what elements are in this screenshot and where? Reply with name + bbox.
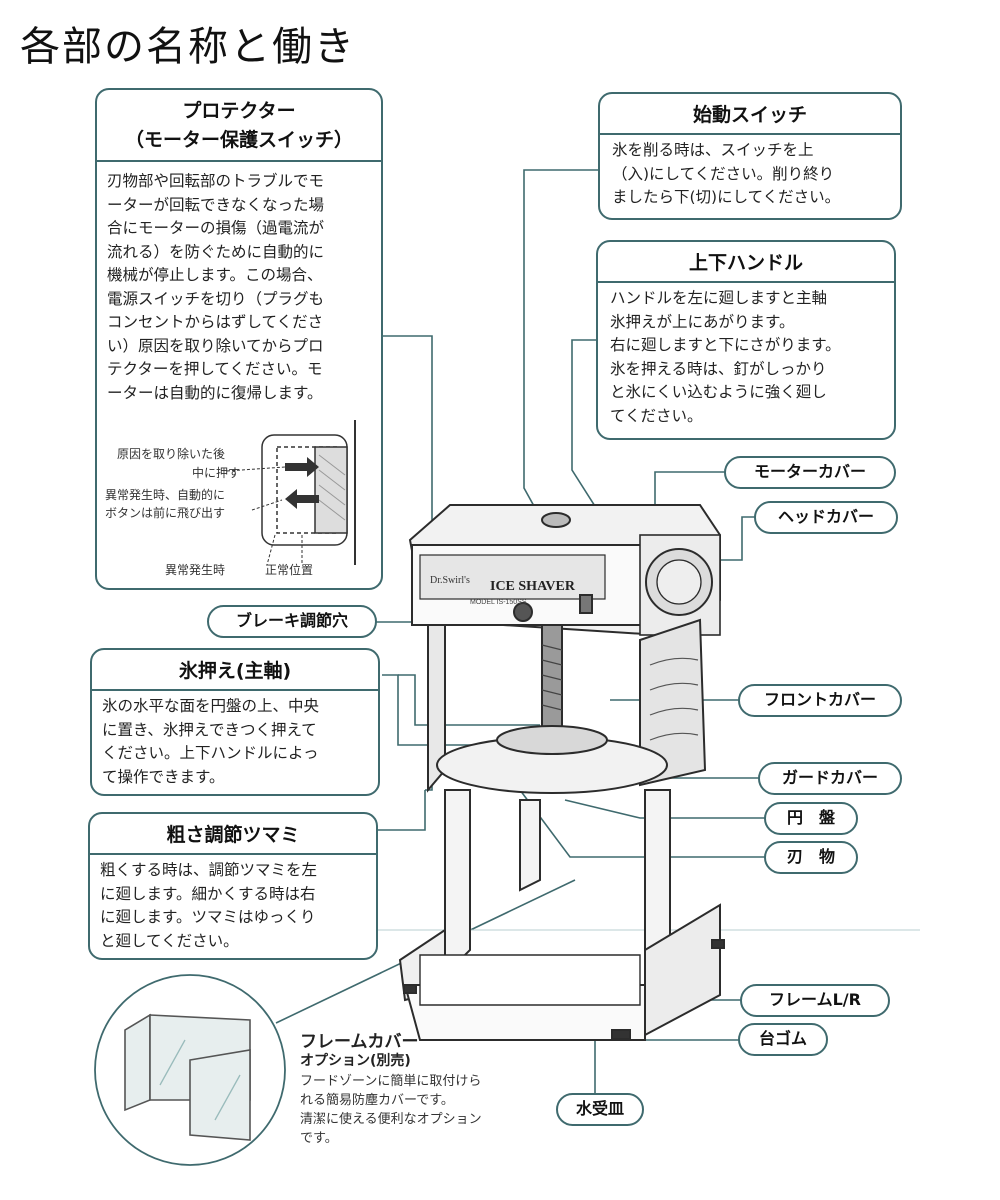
machine-model: MODEL IS-150SS <box>470 599 527 606</box>
start-switch-title: 始動スイッチ <box>692 104 807 126</box>
protector-line: コンセントからはずしてくださ <box>107 313 324 331</box>
handle-line: 右に廻しますと下にさがります。 <box>610 336 841 354</box>
handle-title: 上下ハンドル <box>688 252 803 274</box>
fig-label-abnormal: 異常発生時 <box>165 563 226 577</box>
protector-line: ーターが回転できなくなった場 <box>107 195 325 214</box>
label-guard-cover: ガードカバー <box>758 762 902 795</box>
page-title: 各部の名称と働き <box>20 24 356 70</box>
handle-line: ハンドルを左に廻しますと主軸 <box>610 289 828 307</box>
protector-title-1: プロテクター <box>182 100 296 122</box>
label-head-cover: ヘッドカバー <box>754 501 898 534</box>
frame-cover-text: フードゾーンに簡単に取付けら れる簡易防塵カバーです。 清潔に使える便利なオプシ… <box>300 1072 482 1148</box>
fig-label-push-1: 原因を取り除いた後 <box>117 447 226 461</box>
protector-line: 機械が停止します。この場合、 <box>107 266 323 284</box>
frame-cover-line: フードゾーンに簡単に取付けら <box>300 1074 482 1089</box>
start-switch-box: 始動スイッチ 氷を削る時は、スイッチを上 （入)にしてください。削り終り ました… <box>598 92 902 220</box>
ice-press-line: 氷の水平な面を円盤の上、中央 <box>102 697 320 715</box>
label-front-cover: フロントカバー <box>738 684 902 717</box>
coarse-knob-line: と廻してください。 <box>100 931 239 950</box>
leader-blade <box>519 789 766 858</box>
frame-cover-line: 清潔に使える便利なオプション <box>300 1112 482 1127</box>
protector-line: 刃物部や回転部のトラブルでモ <box>107 172 325 190</box>
label-frame-lr: フレームL/R <box>740 984 890 1017</box>
frame-cover-subtitle: オプション(別売) <box>300 1053 411 1069</box>
leader-head-cover <box>710 516 756 561</box>
label-disc: 円 盤 <box>764 802 858 835</box>
frame-cover-line: れる簡易防塵カバーです。 <box>300 1093 454 1108</box>
coarse-knob-title: 粗さ調節ツマミ <box>166 824 300 846</box>
protector-line: 合にモーターの損傷（過電流が <box>107 219 325 237</box>
frame-cover-line: です。 <box>300 1131 338 1146</box>
leader-disc <box>564 799 766 819</box>
start-switch-line: （入)にしてください。削り終り <box>612 164 835 183</box>
ice-press-line: ください。上下ハンドルによっ <box>102 744 319 762</box>
start-switch-text: 氷を削る時は、スイッチを上 （入)にしてください。削り終り ましたら下(切)にし… <box>600 139 900 210</box>
label-blade: 刃 物 <box>764 841 858 874</box>
protector-line: テクターを押してください。モ <box>107 360 323 378</box>
handle-line: てください。 <box>610 406 703 425</box>
start-switch-line: 氷を削る時は、スイッチを上 <box>612 141 814 159</box>
protector-text: 刃物部や回転部のトラブルでモ ーターが回転できなくなった場 合にモーターの損傷（… <box>97 170 381 405</box>
leader-ice-press-b <box>398 674 540 726</box>
ice-press-box: 氷押え(主軸) 氷の水平な面を円盤の上、中央 に置き、氷押えできつく押えて くだ… <box>90 648 380 796</box>
protector-line: ーターは自動的に復帰します。 <box>107 383 323 402</box>
coarse-knob-text: 粗くする時は、調節ツマミを左 に廻します。細かくする時は右 に廻します。ツマミは… <box>90 859 376 953</box>
frame-cover-title: フレームカバー <box>300 1032 419 1052</box>
fig-label-normal: 正常位置 <box>265 563 314 577</box>
label-motor-cover: モーターカバー <box>724 456 896 489</box>
fig-label-pop-2: ボタンは前に飛び出す <box>105 506 226 520</box>
ice-press-title: 氷押え(主軸) <box>178 660 292 682</box>
coarse-knob-line: 粗くする時は、調節ツマミを左 <box>100 861 318 879</box>
handle-line: 氷押えが上にあがります。 <box>610 312 795 331</box>
handle-text: ハンドルを左に廻しますと主軸 氷押えが上にあがります。 右に廻しますと下にさがり… <box>598 287 894 428</box>
protector-box: プロテクター （モーター保護スイッチ） 刃物部や回転部のトラブルでモ ーターが回… <box>95 88 383 590</box>
label-drip-tray: 水受皿 <box>556 1093 644 1126</box>
coarse-knob-line: に廻します。ツマミはゆっくり <box>100 908 316 926</box>
coarse-knob-box: 粗さ調節ツマミ 粗くする時は、調節ツマミを左 に廻します。細かくする時は右 に廻… <box>88 812 378 960</box>
handle-box: 上下ハンドル ハンドルを左に廻しますと主軸 氷押えが上にあがります。 右に廻しま… <box>596 240 896 440</box>
start-switch-line: ましたら下(切)にしてください。 <box>612 188 841 206</box>
label-rubber-feet: 台ゴム <box>738 1023 828 1056</box>
leader-coarse-knob <box>378 790 426 831</box>
ice-press-line: て操作できます。 <box>102 767 225 786</box>
protector-line: 流れる）を防ぐために自動的に <box>107 242 325 261</box>
fig-label-pop-1: 異常発生時、自動的に <box>105 488 226 502</box>
coarse-knob-line: に廻します。細かくする時は右 <box>100 884 316 903</box>
protector-line: 電源スイッチを切り（プラグも <box>107 289 325 308</box>
protector-figure <box>226 420 356 566</box>
ice-press-line: に置き、氷押えできつく押えて <box>102 720 317 739</box>
handle-line: 氷を押える時は、釘がしっかり <box>610 359 827 378</box>
handle-line: と氷にくい込むように強く廻し <box>610 383 827 401</box>
label-brake-hole: ブレーキ調節穴 <box>207 605 377 638</box>
ice-press-text: 氷の水平な面を円盤の上、中央 に置き、氷押えできつく押えて ください。上下ハンド… <box>92 695 378 789</box>
protector-title-2: （モーター保護スイッチ） <box>124 129 353 151</box>
protector-line: い）原因を取り除いてからプロ <box>107 336 324 355</box>
fig-label-push-2: 中に押す <box>192 466 241 480</box>
machine-name: ICE SHAVER <box>490 579 576 594</box>
machine-brand: Dr.Swirl's <box>430 575 470 586</box>
